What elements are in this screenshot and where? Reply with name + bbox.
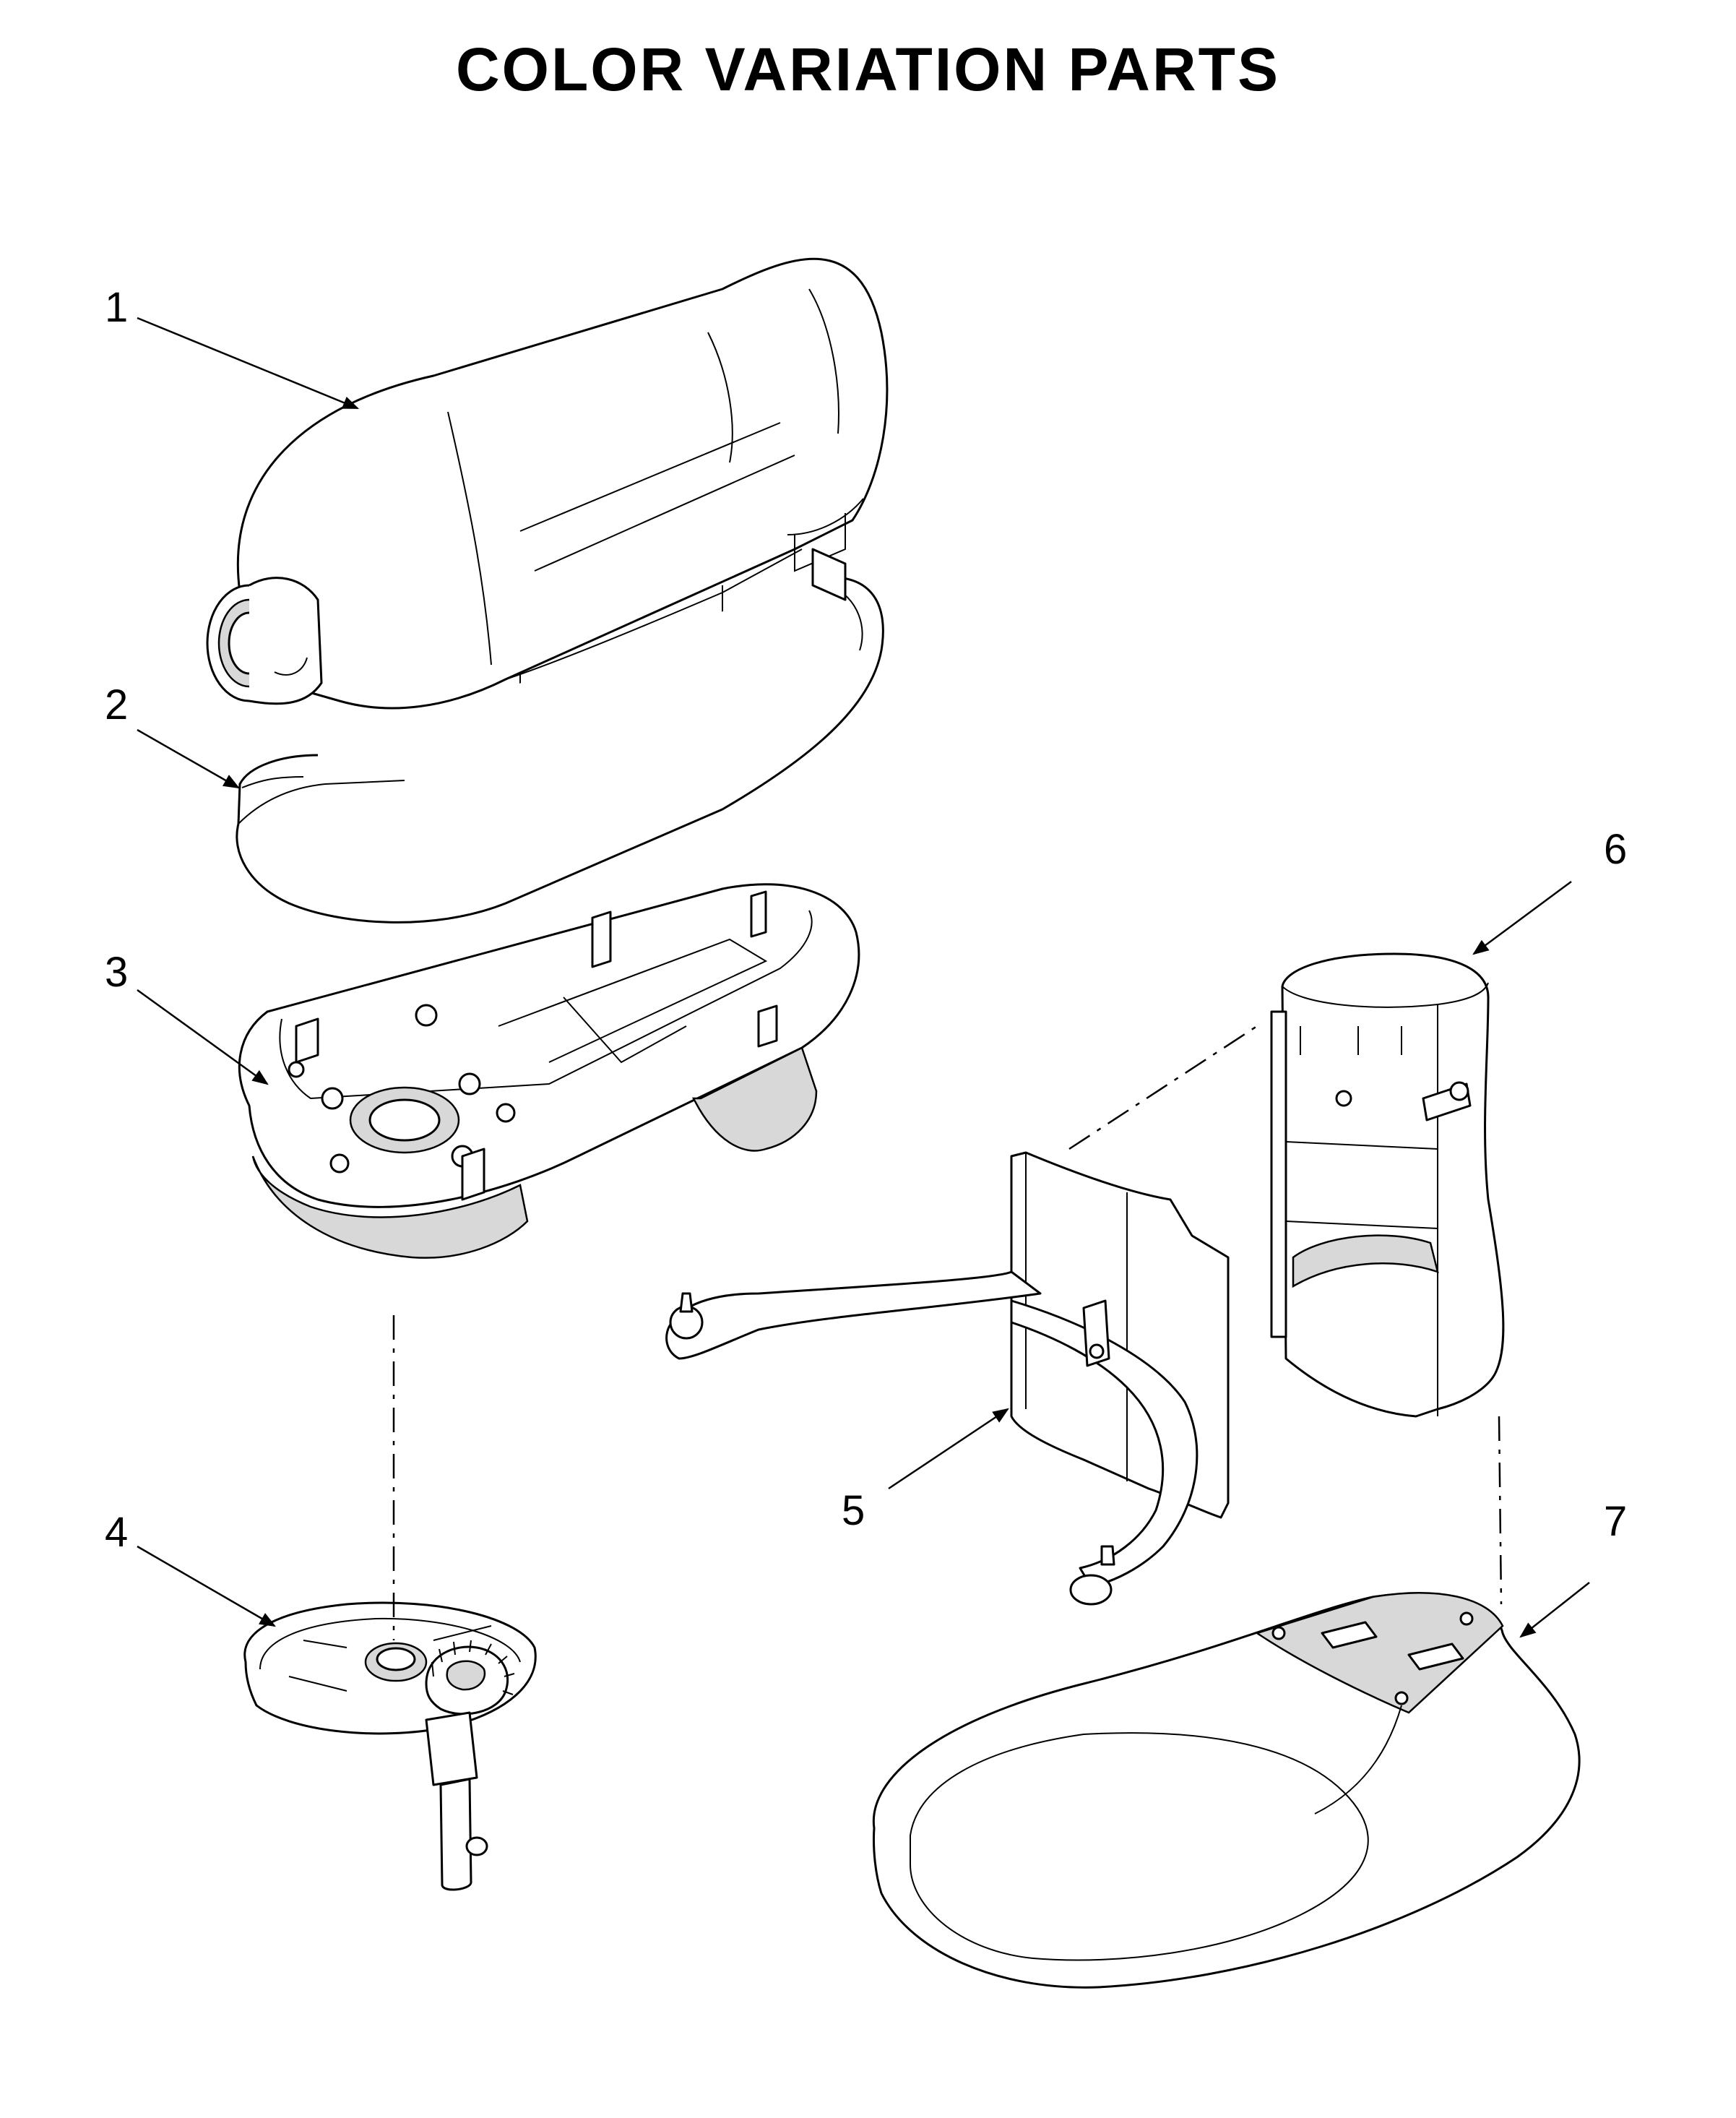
motor-housing: [206, 257, 889, 713]
callout-3: 3: [105, 949, 128, 996]
gear-housing-base: [238, 883, 860, 1259]
trim-band: [236, 548, 884, 924]
callout-5: 5: [842, 1487, 865, 1534]
callout-7: 7: [1604, 1498, 1627, 1545]
pedestal-column: [1270, 952, 1505, 1418]
callout-leaders: [137, 317, 1590, 1638]
base: [872, 1592, 1581, 1989]
page-title: COLOR VARIATION PARTS: [456, 35, 1280, 103]
assembly-lines: [392, 1025, 1503, 1640]
callout-2: 2: [105, 681, 128, 728]
callout-labels: 1 2 3 4 5 6 7: [105, 284, 1627, 1556]
callout-6: 6: [1604, 826, 1627, 873]
bowl-support: [665, 1151, 1230, 1606]
callout-4: 4: [105, 1509, 128, 1556]
planetary-drive: [243, 1601, 537, 1891]
callout-1: 1: [105, 284, 128, 331]
